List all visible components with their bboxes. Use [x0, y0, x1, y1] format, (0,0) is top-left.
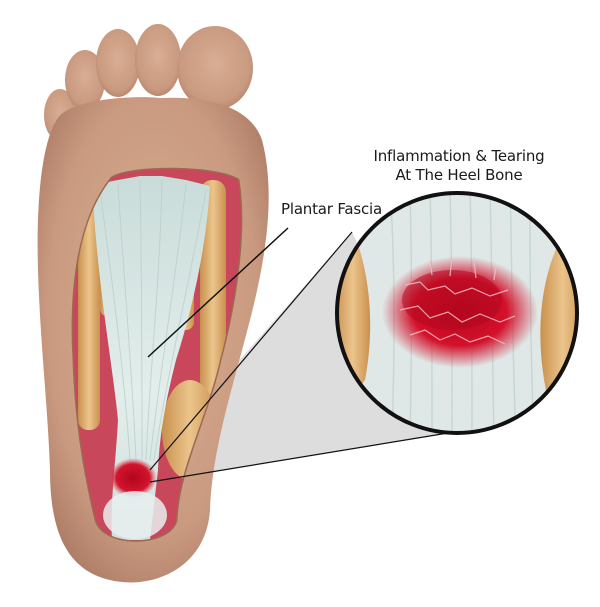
plantar-fascia-band: [92, 176, 210, 540]
lateral-bone: [78, 200, 100, 430]
big-toe: [177, 26, 253, 110]
plantar-fascia-label: Plantar Fascia: [281, 200, 382, 218]
heel-fascia-origin: [103, 491, 167, 539]
inflammation-label-line2: At The Heel Bone: [395, 166, 523, 184]
magnified-tear-core: [402, 270, 502, 330]
fascia-callout-line: [147, 227, 289, 358]
heel-inflammation: [109, 458, 157, 498]
medial-bone: [200, 180, 226, 400]
fascia-fibers: [99, 179, 207, 461]
third-toe: [96, 29, 140, 97]
second-toe: [135, 24, 181, 96]
magnified-tear-lines: [399, 257, 516, 345]
inflammation-label: Inflammation & Tearing At The Heel Bone: [340, 147, 578, 185]
fourth-toe: [65, 50, 105, 110]
inflammation-label-line1: Inflammation & Tearing: [373, 147, 545, 165]
heel-callout-line-lower: [149, 432, 449, 483]
heel-callout-line: [149, 231, 353, 471]
